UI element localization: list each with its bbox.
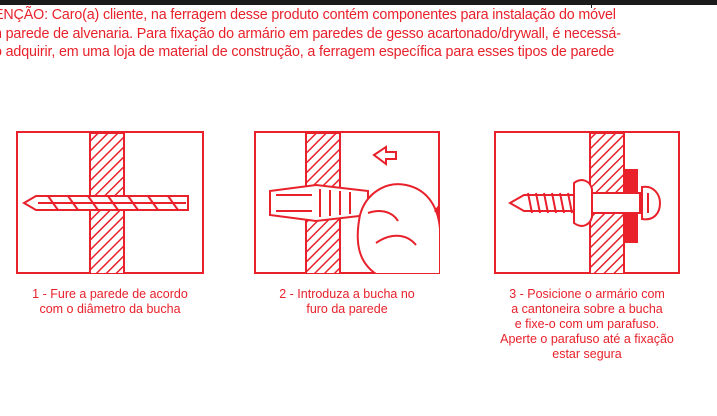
drill-through-wall-icon xyxy=(22,133,189,274)
caption-line: 3 - Posicione o armário com xyxy=(509,287,665,301)
step-3-caption: 3 - Posicione o armário com a cantoneira… xyxy=(487,287,687,362)
caption-line: com o diâmetro da bucha xyxy=(39,302,181,316)
step-3-illustration xyxy=(494,131,680,274)
warning-notice: ENÇÃO: Caro(a) cliente, na ferragem dess… xyxy=(0,6,717,62)
caption-line: e fixe-o com um parafuso. xyxy=(514,317,660,331)
insert-wall-plug-icon xyxy=(269,133,440,274)
top-divider-tick xyxy=(591,5,592,8)
caption-line: furo da parede xyxy=(306,302,388,316)
step-1-illustration xyxy=(16,131,204,274)
caption-line: 2 - Introduza a bucha no xyxy=(279,287,415,301)
caption-line: estar segura xyxy=(552,347,622,361)
warning-line: n parede de alvenaria. Para fixação do a… xyxy=(0,25,621,42)
step-2-caption: 2 - Introduza a bucha no furo da parede xyxy=(247,287,447,317)
screw-bracket-icon xyxy=(507,133,662,274)
top-divider xyxy=(0,0,717,5)
warning-line: o adquirir, em uma loja de material de c… xyxy=(0,44,615,60)
step-2-illustration xyxy=(254,131,440,274)
warning-line: ENÇÃO: Caro(a) cliente, na ferragem dess… xyxy=(0,7,616,23)
step-1-caption: 1 - Fure a parede de acordo com o diâmet… xyxy=(10,287,210,317)
caption-line: Aperte o parafuso até a fixação xyxy=(500,332,674,346)
caption-line: 1 - Fure a parede de acordo xyxy=(32,287,188,301)
caption-line: a cantoneira sobre a bucha xyxy=(511,302,663,316)
